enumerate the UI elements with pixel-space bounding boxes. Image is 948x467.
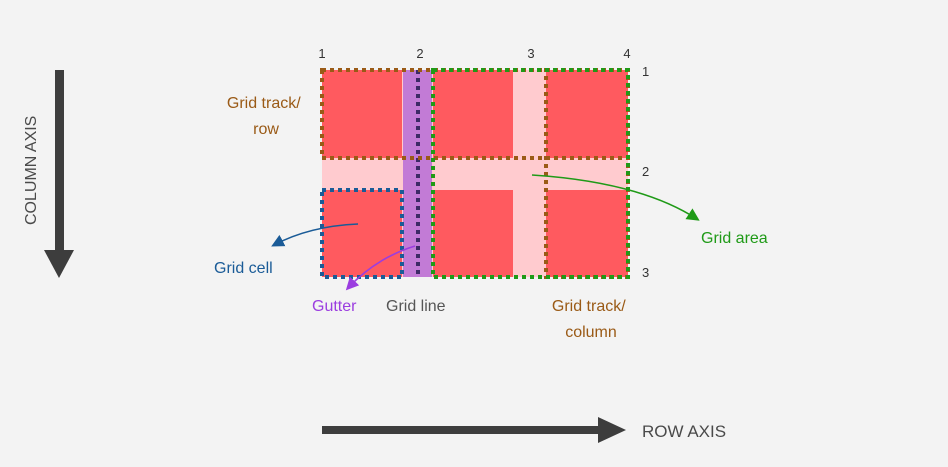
row-line-number-2: 2 [642, 164, 649, 179]
grid-track-row-label-line1: Grid track/ [227, 95, 301, 112]
grid-cell-r2-c3 [546, 190, 628, 277]
row-line-number-3: 3 [642, 265, 649, 280]
grid-cell-r2-c2 [433, 190, 513, 277]
grid-track-row-label-line2: row [253, 121, 279, 138]
grid-cell-outline [320, 188, 404, 279]
gutter-highlight [403, 70, 432, 277]
row-axis-label: ROW AXIS [642, 422, 726, 441]
grid-area-pointer-arrow [531, 174, 700, 221]
column-line-number-1: 1 [318, 46, 325, 61]
row-axis-shaft [322, 426, 600, 434]
column-axis-arrowhead [44, 250, 74, 278]
gutter-pointer-arrow [345, 245, 416, 291]
gutter-label: Gutter [312, 298, 357, 315]
column-line-number-4: 4 [623, 46, 630, 61]
grid-track-row-label: Grid track/ row [227, 95, 305, 138]
grid-line-label: Grid line [386, 298, 446, 315]
grid-track-column-label-line2: column [565, 324, 617, 341]
row-line-number-1: 1 [642, 64, 649, 79]
grid-area-label: Grid area [701, 230, 768, 247]
grid-cell-r1-c3 [546, 70, 628, 158]
column-axis-label: COLUMN AXIS [23, 116, 40, 225]
column-axis-shaft [55, 70, 64, 252]
grid-area-outline [431, 68, 630, 279]
grid-track-column-label-line1: Grid track/ [552, 298, 626, 315]
grid-cell-r1-c2 [433, 70, 513, 158]
row-axis-arrowhead [598, 417, 626, 443]
grid-cell-r1-c1 [322, 70, 402, 158]
column-line-number-3: 3 [527, 46, 534, 61]
grid-cell-r2-c1 [322, 190, 402, 277]
grid-cell-pointer-arrow [271, 223, 359, 247]
grid-cell-label: Grid cell [214, 260, 273, 277]
grid-track-column-label: Grid track/ column [552, 298, 630, 341]
column-line-number-2: 2 [416, 46, 423, 61]
